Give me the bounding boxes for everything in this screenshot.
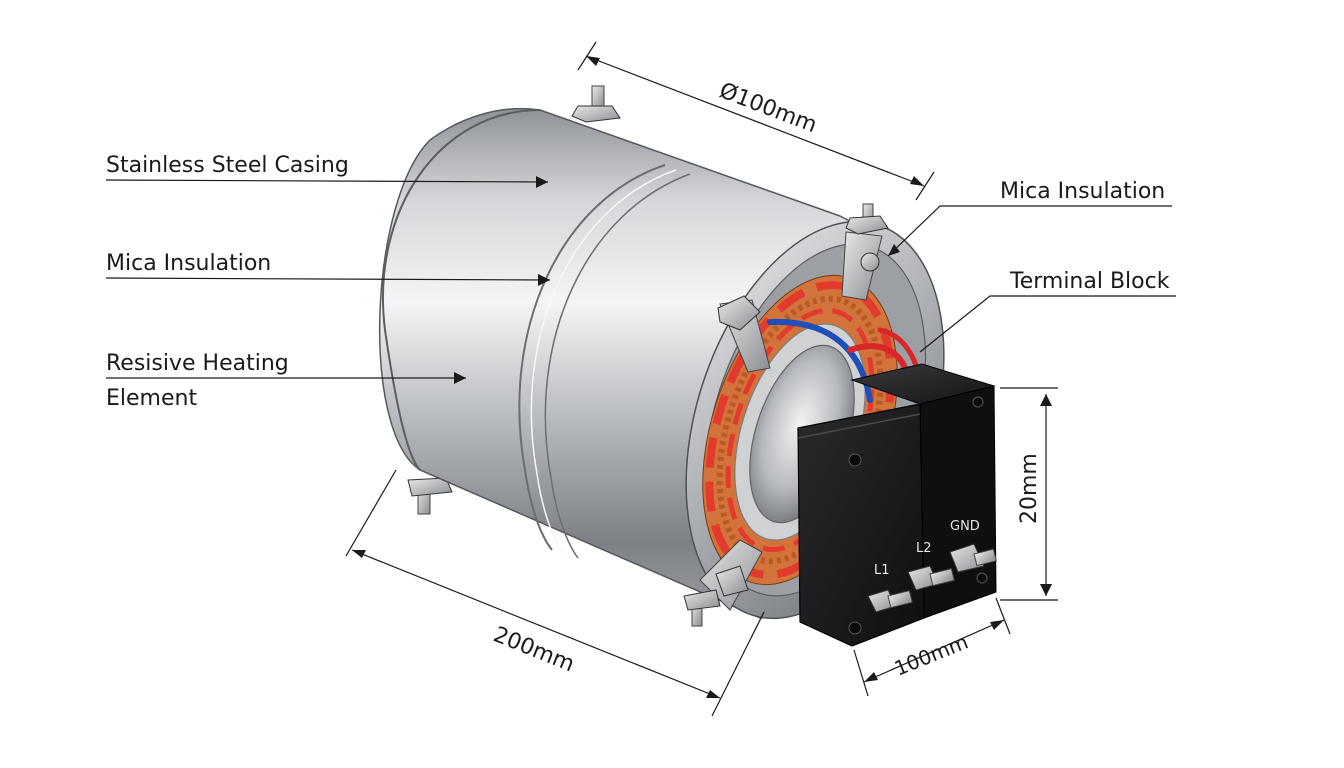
terminal-block: L1 L2 GND [797, 363, 997, 647]
label-heating-element-line1: Resisive Heating [106, 351, 289, 376]
clamp-bracket-bottom [683, 539, 763, 627]
terminal-l1-label: L1 [874, 563, 890, 578]
clamp-bracket-top [841, 203, 889, 301]
dimension-box-height: 20mm [1017, 453, 1042, 524]
dimension-diameter: Ø100mm [716, 78, 820, 138]
label-heating-element-line2: Element [106, 386, 197, 411]
label-mica-insulation-left: Mica Insulation [106, 251, 271, 276]
callout-arrowheads [454, 176, 900, 384]
label-terminal-block: Terminal Block [1009, 269, 1170, 294]
cylinder-body [378, 85, 945, 627]
top-bolt [571, 85, 621, 123]
terminal-gnd-label: GND [950, 519, 980, 534]
label-stainless-steel-casing: Stainless Steel Casing [106, 153, 349, 178]
dimension-length: 200mm [490, 622, 578, 677]
dimension-arrowheads [352, 56, 1052, 698]
terminal-l2 [907, 565, 955, 591]
label-mica-insulation-right: Mica Insulation [1000, 179, 1165, 204]
dimension-lines [345, 41, 1058, 717]
bottom-bolt [407, 477, 453, 515]
callout-lines [105, 179, 1176, 379]
dimension-box-width: 100mm [891, 629, 972, 680]
clamp-bracket-left [717, 295, 771, 373]
terminal-gnd [949, 543, 997, 573]
terminal-l2-label: L2 [916, 541, 932, 556]
terminal-l1 [867, 589, 913, 613]
